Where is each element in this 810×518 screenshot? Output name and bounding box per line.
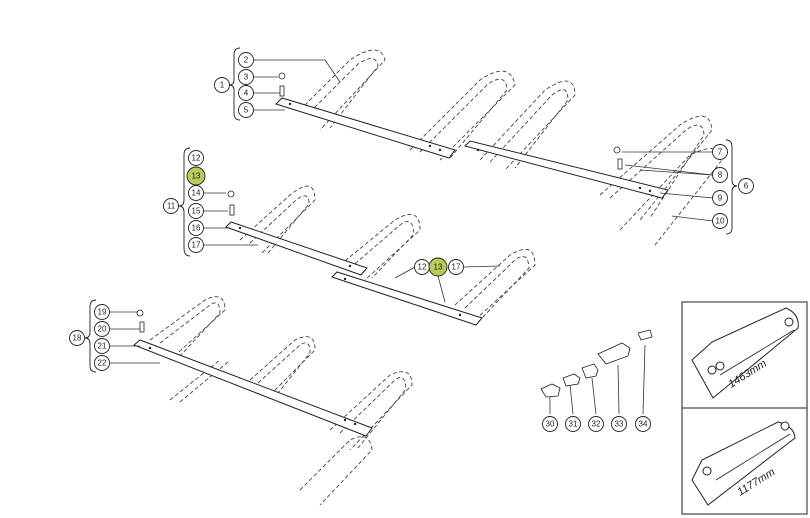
svg-text:6: 6 bbox=[744, 182, 749, 191]
bars bbox=[133, 97, 669, 437]
callout-19: 19 bbox=[94, 304, 110, 320]
hardware bbox=[136, 72, 623, 333]
callout-7: 7 bbox=[712, 144, 728, 160]
svg-text:15: 15 bbox=[192, 207, 201, 216]
svg-text:11: 11 bbox=[167, 202, 176, 211]
callout-30: 30 bbox=[542, 416, 558, 432]
svg-text:18: 18 bbox=[73, 334, 82, 343]
callout-17: 17 bbox=[188, 237, 204, 253]
svg-text:8: 8 bbox=[718, 171, 723, 180]
callout-32: 32 bbox=[588, 416, 604, 432]
dimension-inset: 1463mm 1177mm bbox=[681, 301, 808, 515]
callout-18: 18 bbox=[69, 330, 85, 346]
callout-15: 15 bbox=[188, 203, 204, 219]
bar-5 bbox=[275, 97, 456, 159]
svg-text:9: 9 bbox=[718, 194, 723, 203]
svg-text:1: 1 bbox=[220, 81, 225, 90]
callout-17-b: 17 bbox=[448, 259, 464, 275]
svg-text:19: 19 bbox=[98, 308, 107, 317]
clip-34 bbox=[637, 329, 653, 341]
bar-9 bbox=[464, 140, 669, 199]
svg-text:21: 21 bbox=[98, 342, 107, 351]
clip-parts bbox=[540, 329, 653, 398]
callout-4: 4 bbox=[238, 85, 254, 101]
svg-text:13: 13 bbox=[192, 172, 201, 181]
callout-13-b: 13 bbox=[428, 257, 448, 277]
svg-text:5: 5 bbox=[244, 106, 249, 115]
callout-14: 14 bbox=[188, 185, 204, 201]
callout-3: 3 bbox=[238, 69, 254, 85]
svg-text:20: 20 bbox=[98, 325, 107, 334]
svg-text:16: 16 bbox=[192, 224, 201, 233]
callout-31: 31 bbox=[565, 416, 581, 432]
svg-text:7: 7 bbox=[718, 148, 723, 157]
svg-text:31: 31 bbox=[569, 420, 578, 429]
svg-text:10: 10 bbox=[716, 217, 725, 226]
callout-21: 21 bbox=[94, 338, 110, 354]
clip-33 bbox=[597, 342, 631, 365]
callout-16: 16 bbox=[188, 220, 204, 236]
callout-34: 34 bbox=[635, 416, 651, 432]
clip-30 bbox=[540, 383, 561, 398]
svg-text:12: 12 bbox=[418, 263, 427, 272]
bar-16 bbox=[225, 221, 368, 276]
callout-11: 11 bbox=[163, 198, 179, 214]
callout-5: 5 bbox=[238, 102, 254, 118]
callout-6: 6 bbox=[738, 178, 754, 194]
callout-20: 20 bbox=[94, 321, 110, 337]
callout-8: 8 bbox=[712, 167, 728, 183]
svg-text:17: 17 bbox=[452, 263, 461, 272]
callout-2: 2 bbox=[238, 52, 254, 68]
callout-12: 12 bbox=[188, 150, 204, 166]
clip-31 bbox=[562, 373, 581, 387]
svg-text:12: 12 bbox=[192, 154, 201, 163]
svg-text:32: 32 bbox=[592, 420, 601, 429]
svg-text:4: 4 bbox=[244, 89, 249, 98]
callout-13: 13 bbox=[186, 166, 206, 186]
svg-text:13: 13 bbox=[434, 263, 443, 272]
svg-text:14: 14 bbox=[192, 189, 201, 198]
svg-text:2: 2 bbox=[244, 56, 249, 65]
leader-lines bbox=[110, 59, 714, 415]
callout-10: 10 bbox=[712, 213, 728, 229]
callouts: 1 2 3 4 5 6 7 8 9 10 11 12 13 14 15 16 1… bbox=[69, 52, 754, 432]
clip-32 bbox=[581, 363, 599, 379]
callout-12-b: 12 bbox=[414, 259, 430, 275]
bar-21 bbox=[133, 339, 373, 437]
callout-22: 22 bbox=[94, 355, 110, 371]
svg-text:17: 17 bbox=[192, 241, 201, 250]
callout-33: 33 bbox=[611, 416, 627, 432]
svg-text:33: 33 bbox=[615, 420, 624, 429]
callout-9: 9 bbox=[712, 190, 728, 206]
bar-13 bbox=[331, 271, 483, 326]
svg-text:22: 22 bbox=[98, 359, 107, 368]
callout-1: 1 bbox=[214, 77, 230, 93]
svg-text:3: 3 bbox=[244, 73, 249, 82]
svg-text:30: 30 bbox=[546, 420, 555, 429]
svg-text:34: 34 bbox=[639, 420, 648, 429]
